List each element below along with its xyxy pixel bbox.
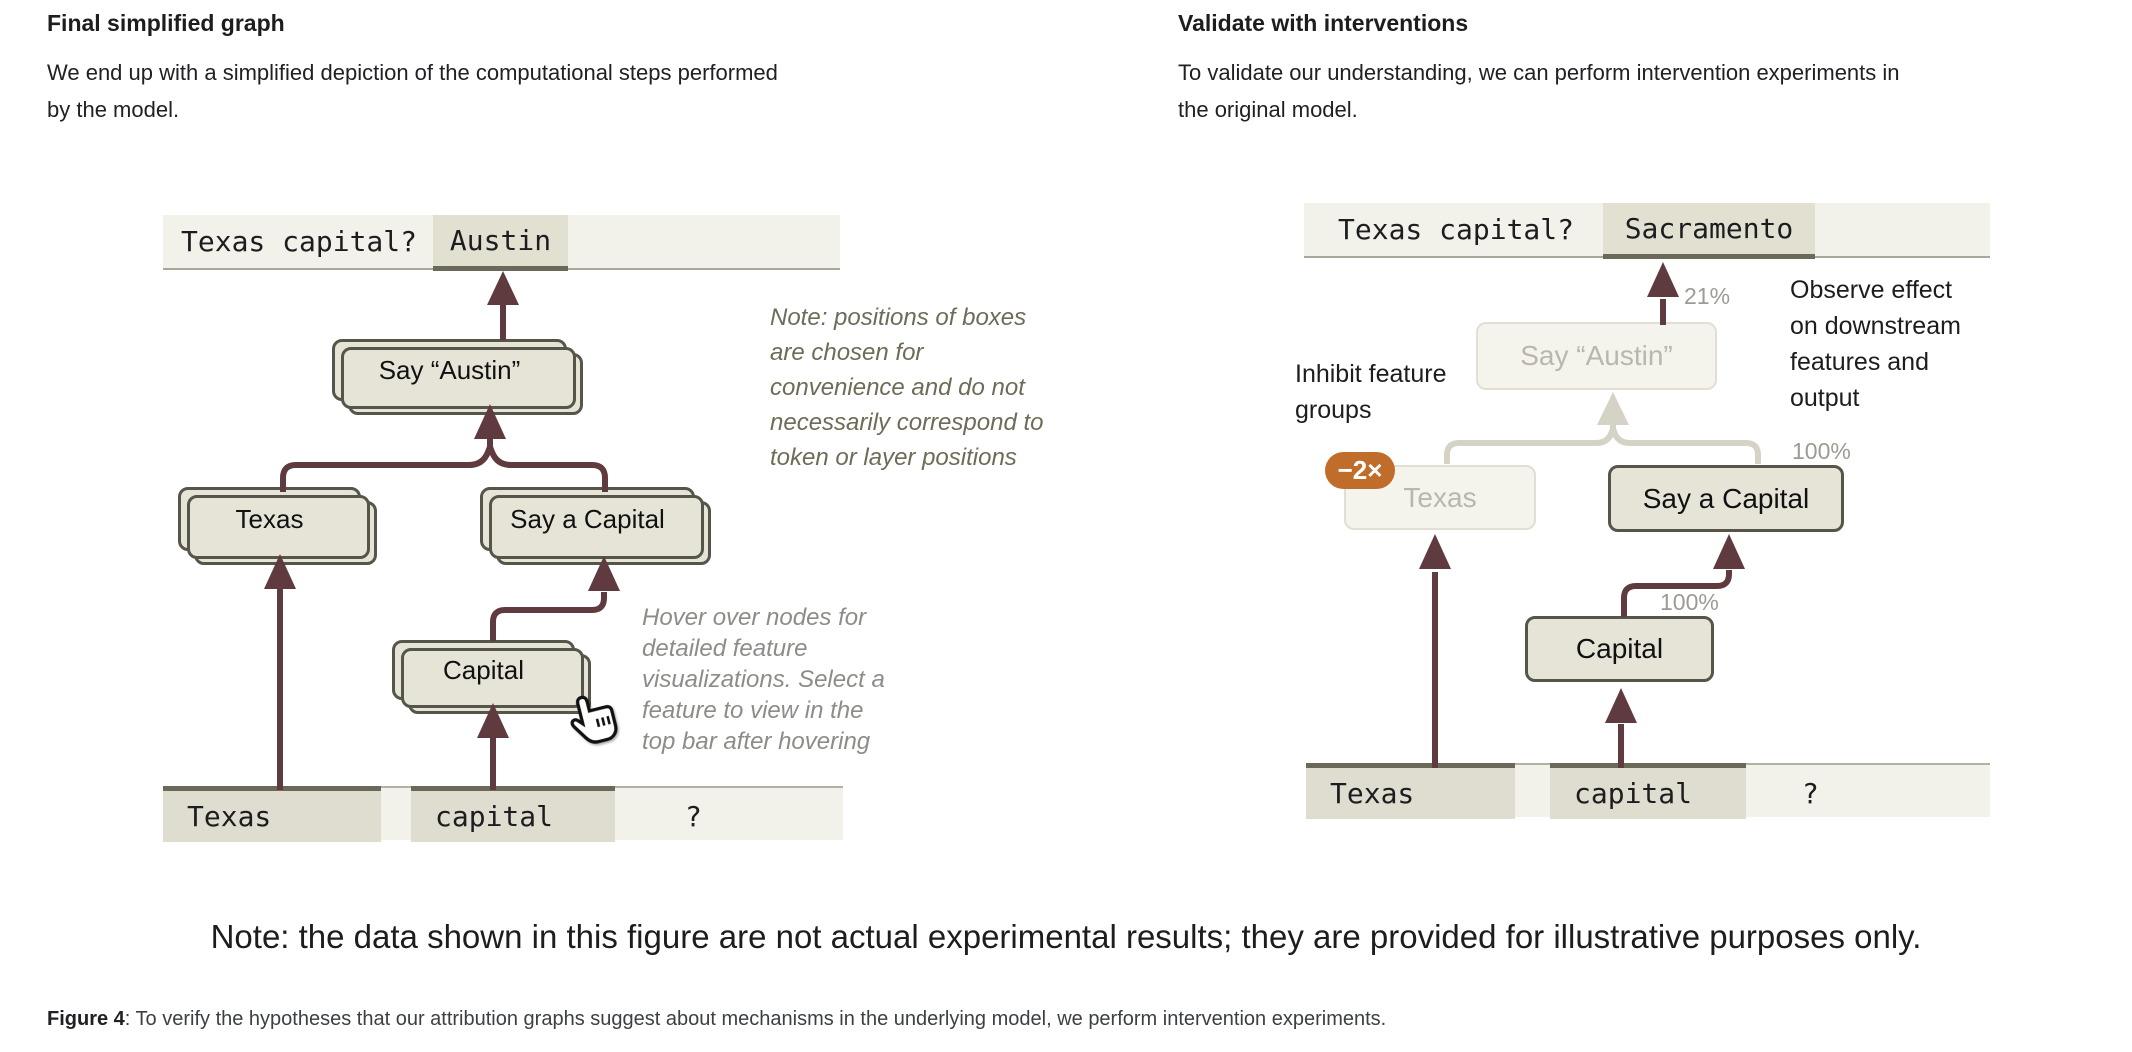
right-faded-branch-right bbox=[1610, 427, 1761, 464]
right-token-bar: Texas capital ? bbox=[1306, 763, 1990, 819]
right-token-texas: Texas bbox=[1306, 763, 1515, 819]
right-arrow-output-head bbox=[1647, 262, 1679, 297]
right-token-capital: capital bbox=[1550, 763, 1746, 819]
node-say-a-capital-active: Say a Capital bbox=[1608, 465, 1844, 532]
node-capital[interactable]: Capital bbox=[392, 640, 575, 700]
left-elbow-capital-line bbox=[490, 592, 607, 641]
left-completion-chip: Austin bbox=[433, 215, 568, 271]
left-token-question: ? bbox=[685, 799, 702, 833]
node-say-a-capital[interactable]: Say a Capital bbox=[480, 487, 695, 551]
right-token-question: ? bbox=[1802, 776, 1819, 810]
left-token-bar: Texas capital ? bbox=[163, 786, 843, 842]
left-branch-right bbox=[487, 445, 608, 492]
node-texas[interactable]: Texas bbox=[178, 487, 361, 551]
label-inhibit-feature-groups: Inhibit feature groups bbox=[1295, 360, 1447, 424]
node-say-austin-inhibited: Say “Austin” bbox=[1476, 322, 1717, 390]
right-prompt-text: Texas capital? bbox=[1338, 213, 1575, 246]
right-elbow-capital-head bbox=[1713, 534, 1745, 569]
right-arrow-captoken-head bbox=[1605, 688, 1637, 723]
left-panel-title: Final simplified graph bbox=[47, 10, 285, 36]
label-observe-effect: Observe effect on downstream features an… bbox=[1790, 276, 1961, 412]
left-token-capital: capital bbox=[411, 786, 615, 842]
right-prompt-bar: Texas capital? Sacramento bbox=[1304, 203, 1990, 259]
left-token-texas: Texas bbox=[163, 786, 381, 842]
figure-caption-label: Figure 4 bbox=[47, 1008, 125, 1030]
illustrative-note: Note: the data shown in this figure are … bbox=[210, 918, 1922, 955]
note-hover-instructions: Hover over nodes for detailed feature vi… bbox=[642, 604, 885, 755]
inhibition-badge: −2× bbox=[1325, 452, 1395, 489]
hand-cursor-icon bbox=[570, 695, 618, 744]
right-arrow-texas-head bbox=[1419, 534, 1451, 569]
right-faded-arrow-head bbox=[1597, 392, 1629, 425]
left-prompt-text: Texas capital? bbox=[181, 225, 418, 258]
left-arrow-output-head bbox=[487, 271, 519, 305]
pct-capital: 100% bbox=[1660, 589, 1719, 615]
left-prompt-bar: Texas capital? Austin bbox=[163, 215, 840, 271]
pct-output: 21% bbox=[1684, 283, 1731, 309]
left-panel-description: We end up with a simplified depiction of… bbox=[47, 60, 778, 122]
node-say-austin[interactable]: Say “Austin” bbox=[332, 339, 567, 401]
pct-say-a-capital: 100% bbox=[1792, 438, 1851, 464]
node-capital-active: Capital bbox=[1525, 616, 1714, 682]
right-completion-chip: Sacramento bbox=[1603, 203, 1815, 259]
right-panel-description: To validate our understanding, we can pe… bbox=[1178, 60, 1900, 122]
right-panel-title: Validate with interventions bbox=[1178, 10, 1469, 36]
right-faded-branch-left bbox=[1444, 427, 1616, 464]
left-branch-left bbox=[280, 445, 493, 492]
note-box-positions: Note: positions of boxes are chosen for … bbox=[770, 304, 1044, 471]
figure-caption-text: : To verify the hypotheses that our attr… bbox=[124, 1008, 1387, 1030]
figure-caption: Figure 4: To verify the hypotheses that … bbox=[47, 1008, 2087, 1031]
